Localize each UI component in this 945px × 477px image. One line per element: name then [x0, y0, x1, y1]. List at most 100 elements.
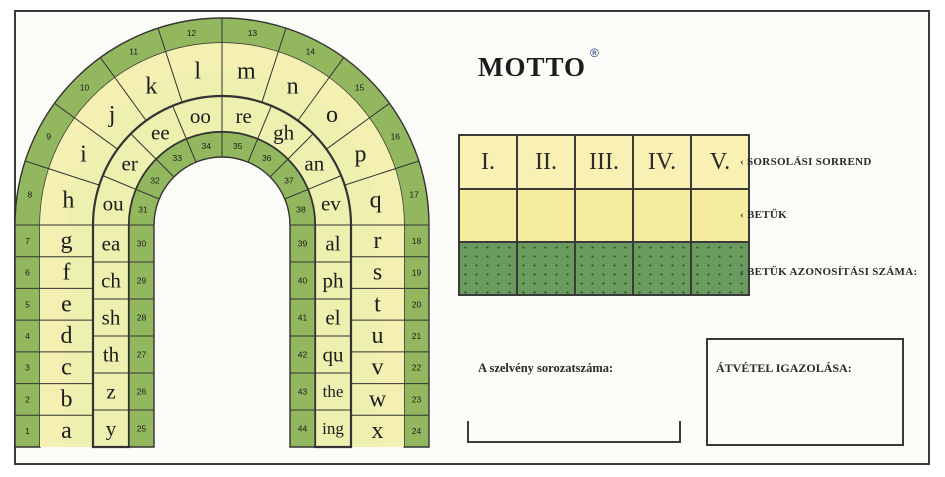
band-divider [130, 133, 157, 160]
letter-cell-5[interactable] [690, 188, 750, 243]
inner-letter: th [103, 343, 120, 367]
band-divider [99, 57, 116, 79]
outer-letter: t [374, 291, 381, 317]
band-divider [185, 138, 197, 163]
outer-letter: g [61, 228, 73, 254]
outer-letter: p [355, 141, 367, 167]
draw-order-label: ‹ SORSOLÁSI SORREND [740, 156, 872, 168]
outer-letter: m [237, 58, 256, 84]
letter-cell-4[interactable] [632, 188, 692, 243]
letters-label: ‹ BETŰK [740, 209, 788, 221]
inner-letter: gh [273, 121, 295, 145]
inner-number: 31 [138, 204, 148, 214]
inner-letter: ev [321, 191, 341, 215]
outer-number: 1 [25, 426, 30, 436]
outer-letter: r [374, 228, 382, 254]
inner-number: 28 [137, 313, 147, 323]
inner-letter: re [235, 104, 251, 128]
inner-number: 37 [284, 175, 294, 185]
band-divider [297, 77, 330, 121]
receipt-confirmation-label: ÁTVÉTEL IGAZOLÁSA: [716, 361, 852, 375]
inner-letter: ea [102, 232, 121, 256]
inner-letter: el [325, 306, 340, 330]
band-divider [269, 158, 289, 178]
outer-letter: j [108, 102, 116, 128]
inner-letter: ou [103, 191, 125, 215]
inner-number: 34 [202, 141, 212, 151]
registered-mark: ® [590, 46, 599, 60]
band-divider [287, 133, 314, 160]
inner-letter: ph [323, 269, 345, 293]
letter-id-cell-5[interactable] [690, 241, 750, 296]
letter-id-cell-4[interactable] [632, 241, 692, 296]
outer-letter: f [63, 260, 71, 286]
serial-number-label: A szelvény sorozatszáma: [478, 361, 614, 375]
outer-letter: w [369, 386, 387, 412]
letter-ids-label: ‹ BETŰK AZONOSÍTÁSI SZÁMA: [740, 266, 918, 278]
band-divider [102, 175, 137, 190]
outer-letter: o [326, 102, 338, 128]
band-divider [284, 188, 309, 200]
band-divider [394, 160, 420, 170]
outer-number: 17 [409, 190, 419, 200]
letter-id-cell-2[interactable] [516, 241, 576, 296]
letter-cell-2[interactable] [516, 188, 576, 243]
outer-letter: i [80, 141, 87, 167]
band-divider [247, 138, 259, 163]
inner-number: 40 [298, 276, 308, 286]
band-divider [165, 51, 183, 103]
letters-row [458, 188, 750, 243]
outer-number: 11 [129, 47, 138, 57]
band-divider [54, 102, 76, 119]
outer-number: 4 [25, 331, 30, 341]
serial-number-field[interactable] [467, 421, 681, 443]
outer-number: 15 [355, 82, 365, 92]
receipt-confirmation-box[interactable] [706, 338, 904, 446]
band-divider [328, 57, 345, 79]
outer-number: 13 [248, 28, 258, 38]
outer-number: 6 [25, 268, 30, 278]
outer-letter: s [373, 260, 382, 286]
inner-number: 32 [150, 175, 160, 185]
header-cell-5: V. [690, 134, 750, 190]
band-divider [48, 168, 100, 186]
band-divider [261, 51, 279, 103]
inner-letter: sh [102, 306, 121, 330]
letter-cell-1[interactable] [458, 188, 518, 243]
outer-number: 10 [80, 82, 90, 92]
inner-number: 36 [262, 153, 272, 163]
band-divider [172, 105, 187, 140]
inner-letter: the [323, 382, 344, 401]
outer-letter: b [61, 386, 73, 412]
motto-logo: MOTTO [478, 52, 587, 82]
inner-number: 44 [298, 424, 308, 434]
outer-letter: u [372, 323, 384, 349]
outer-number: 16 [391, 132, 401, 142]
inner-letter: er [122, 151, 138, 175]
inner-letter: oo [190, 104, 211, 128]
band-divider [155, 158, 175, 178]
outer-number: 3 [25, 363, 30, 373]
letter-id-cell-3[interactable] [574, 241, 634, 296]
outer-letter: n [287, 73, 299, 99]
band-divider [157, 27, 167, 53]
band-divider [74, 117, 118, 150]
outer-number: 9 [46, 132, 51, 142]
outer-letter: d [61, 323, 73, 349]
inner-letter: ch [101, 269, 121, 293]
header-cell-3: III. [574, 134, 634, 190]
outer-letter: l [194, 58, 201, 84]
band-divider [307, 175, 342, 190]
outer-number: 20 [412, 299, 422, 309]
outer-letter: v [372, 355, 384, 381]
outer-number: 19 [412, 268, 422, 278]
letter-id-cell-1[interactable] [458, 241, 518, 296]
band-divider [135, 188, 160, 200]
inner-letter: y [106, 417, 117, 441]
draw-order-row: I. II. III. IV. V. [458, 134, 750, 190]
outer-letter: h [62, 188, 74, 214]
letter-cell-3[interactable] [574, 188, 634, 243]
header-cell-4: IV. [632, 134, 692, 190]
outer-letter: k [145, 73, 157, 99]
